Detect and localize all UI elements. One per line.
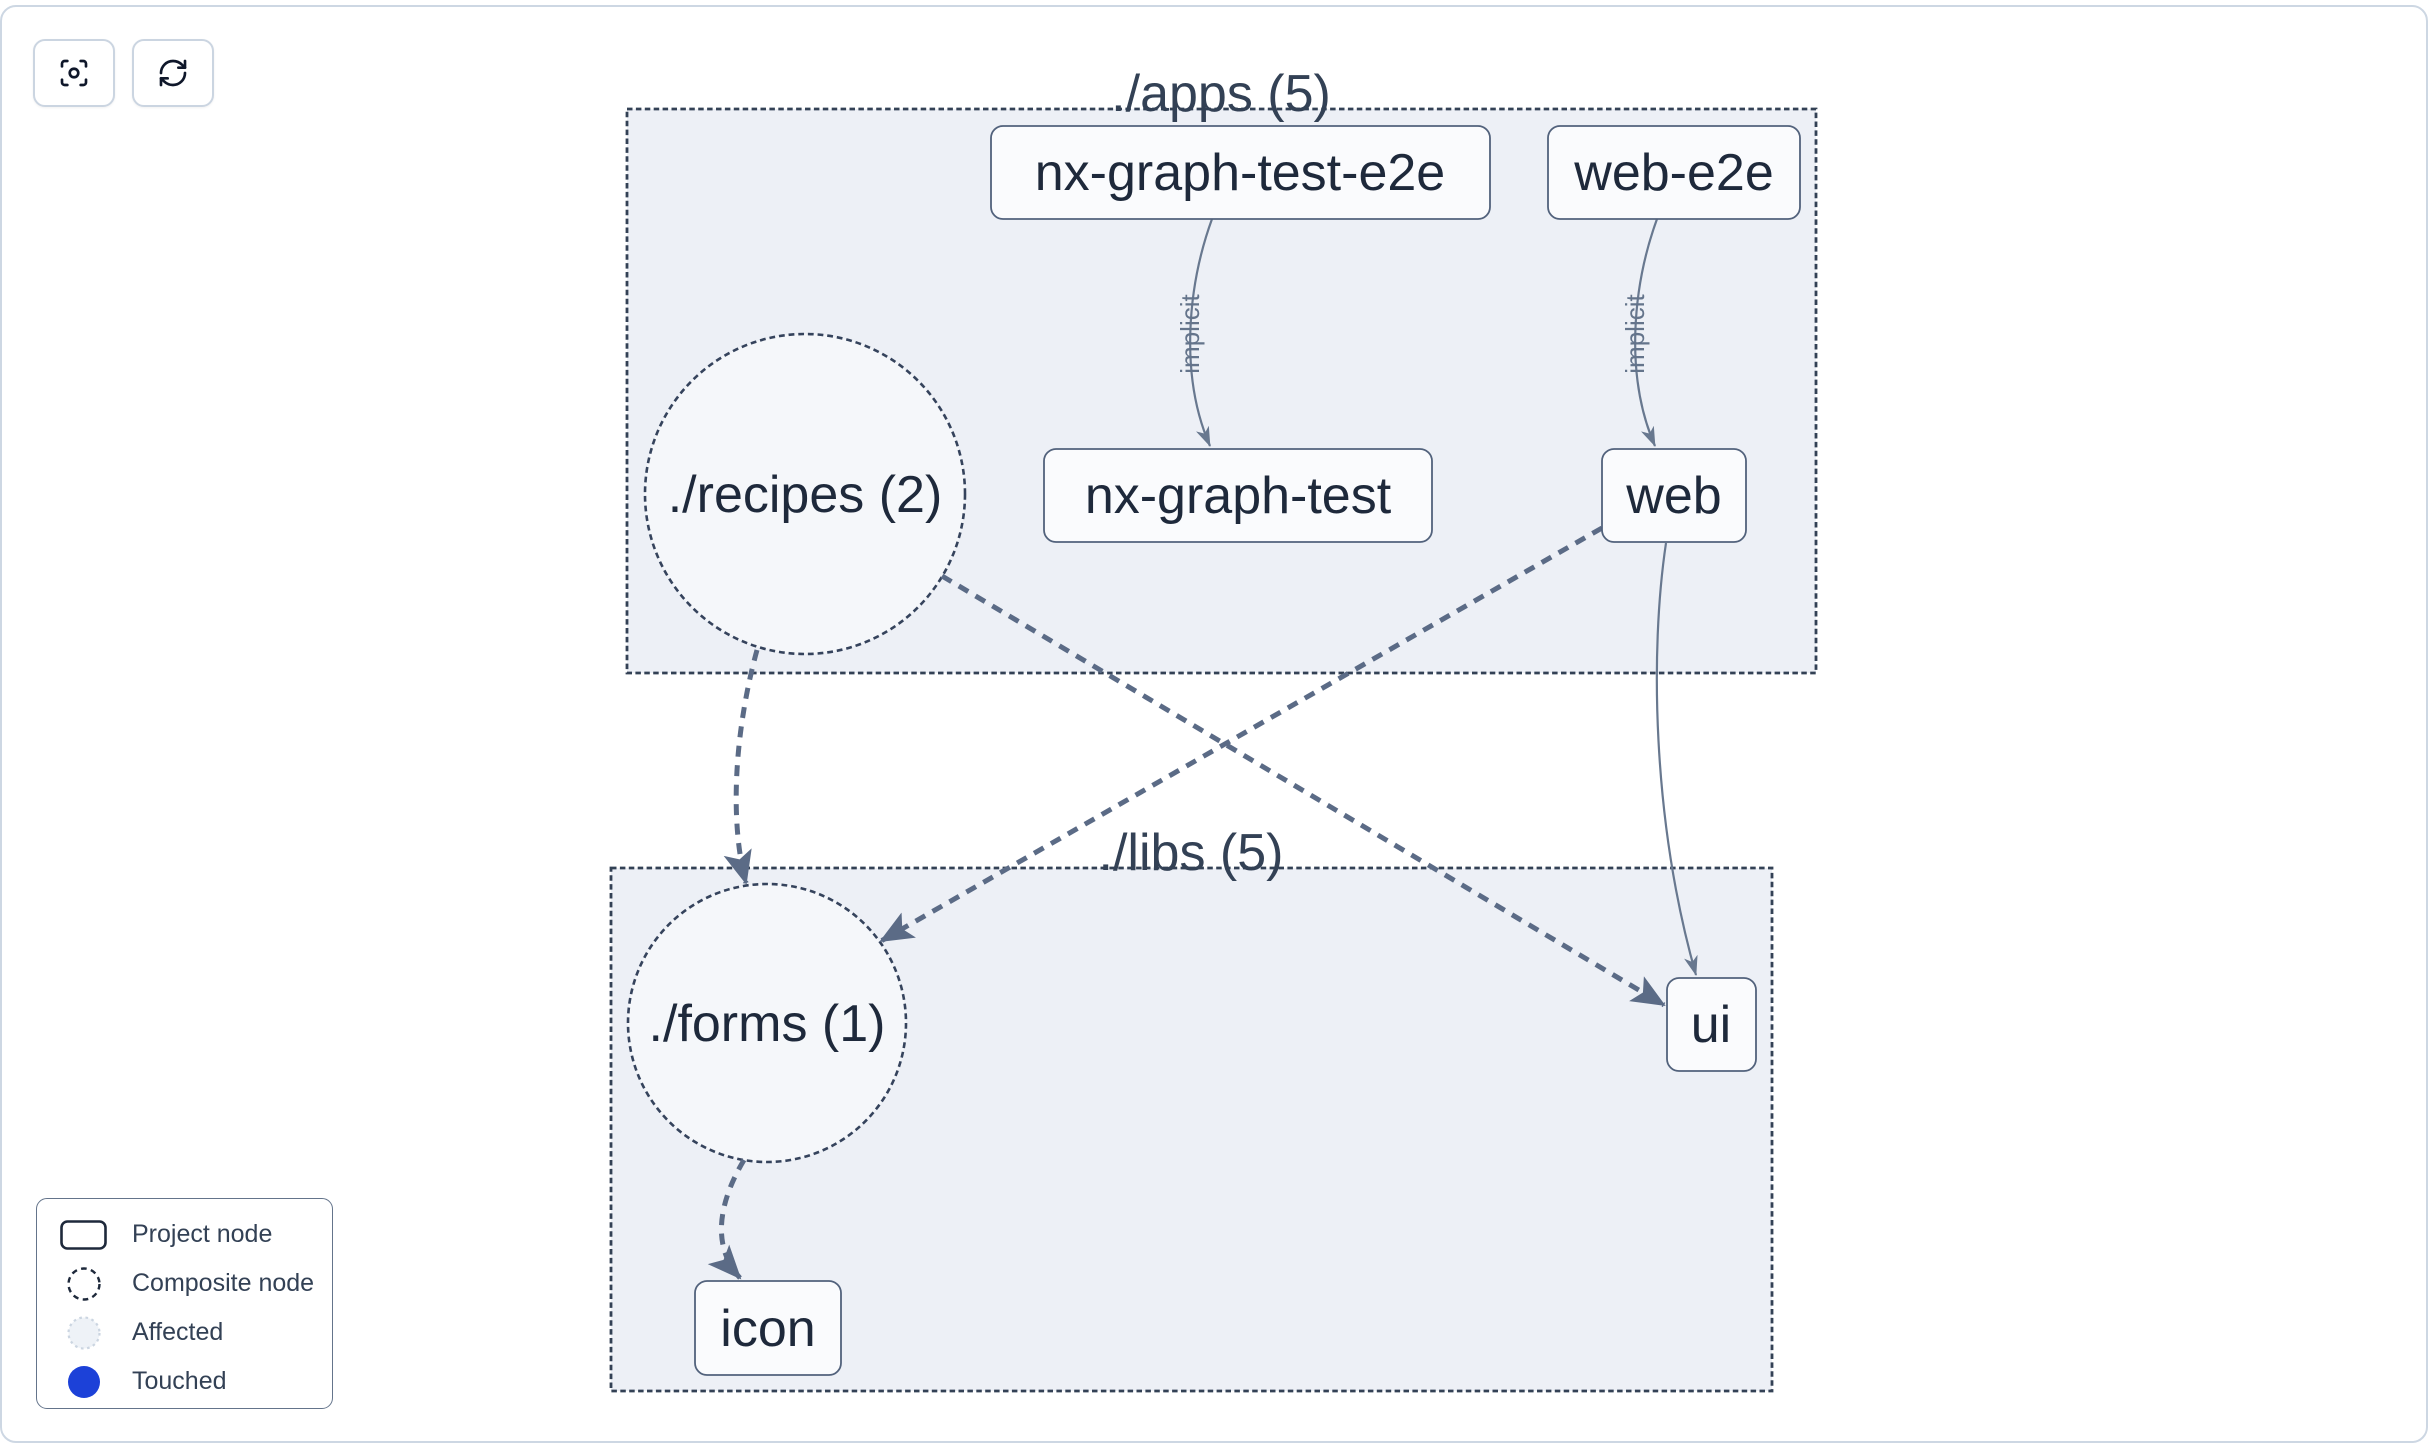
node-nx-graph-test-label: nx-graph-test (1085, 467, 1392, 525)
edge-web-e2e-to-web[interactable] (1634, 218, 1659, 447)
edge-web-to-forms[interactable] (879, 525, 1604, 944)
composite-node-forms[interactable] (626, 882, 908, 1164)
edge-recipes-to-ui[interactable] (940, 573, 1666, 1008)
touched-icon (60, 1364, 107, 1400)
cluster-apps-label: ./apps (5) (1111, 65, 1331, 123)
node-nx-graph-test-e2e[interactable]: nx-graph-test-e2e (990, 125, 1491, 220)
legend-item-affected: Affected (60, 1308, 332, 1357)
node-web-label: web (1625, 467, 1721, 525)
edge-label-implicit-1: implicit (1175, 294, 1205, 374)
legend-label: Composite node (132, 1269, 315, 1297)
node-icon[interactable]: icon (694, 1280, 842, 1376)
legend-label: Touched (132, 1367, 227, 1395)
node-ui-label: ui (1691, 996, 1731, 1054)
edge-label-implicit-2: implicit (1620, 294, 1650, 374)
graph-toolbar (33, 39, 214, 107)
node-icon-box[interactable] (694, 1280, 842, 1376)
node-nx-graph-test-box[interactable] (1043, 448, 1433, 543)
legend-label: Affected (132, 1318, 224, 1346)
node-web-e2e[interactable]: web-e2e (1547, 125, 1801, 220)
edge-forms-to-icon[interactable] (707, 1158, 747, 1280)
center-graph-button[interactable] (33, 39, 115, 107)
node-ui-box[interactable] (1666, 977, 1757, 1072)
node-web-e2e-label: web-e2e (1573, 144, 1773, 202)
refresh-icon (159, 59, 187, 87)
project-node-icon (60, 1219, 107, 1250)
composite-node-forms-label: ./forms (1) (649, 995, 886, 1053)
legend-item-touched: Touched (60, 1357, 332, 1406)
edge-recipes-to-forms[interactable] (723, 649, 760, 885)
cluster-libs-label: ./libs (5) (1099, 824, 1284, 882)
node-nx-graph-test-e2e-box[interactable] (990, 125, 1491, 220)
graph-legend: Project node Composite node Affected (36, 1198, 333, 1409)
composite-node-icon (60, 1266, 107, 1302)
node-web-e2e-box[interactable] (1547, 125, 1801, 220)
composite-node-recipes[interactable] (643, 332, 967, 656)
node-icon-label: icon (720, 1300, 815, 1358)
edge-web-to-ui[interactable] (1655, 542, 1698, 976)
focus-icon (60, 59, 88, 87)
affected-icon (60, 1315, 107, 1351)
node-web-box[interactable] (1601, 448, 1747, 543)
node-ui[interactable]: ui (1666, 977, 1757, 1072)
edge-nx-graph-test-e2e-to-nx-graph-test[interactable] (1189, 218, 1214, 447)
legend-item-project-node: Project node (60, 1210, 332, 1259)
composite-node-recipes-label: ./recipes (2) (668, 466, 943, 524)
node-nx-graph-test-e2e-label: nx-graph-test-e2e (1035, 144, 1445, 202)
legend-label: Project node (132, 1220, 273, 1248)
refresh-graph-button[interactable] (132, 39, 214, 107)
node-web[interactable]: web (1601, 448, 1747, 543)
node-nx-graph-test[interactable]: nx-graph-test (1043, 448, 1433, 543)
legend-item-composite-node: Composite node (60, 1259, 332, 1308)
